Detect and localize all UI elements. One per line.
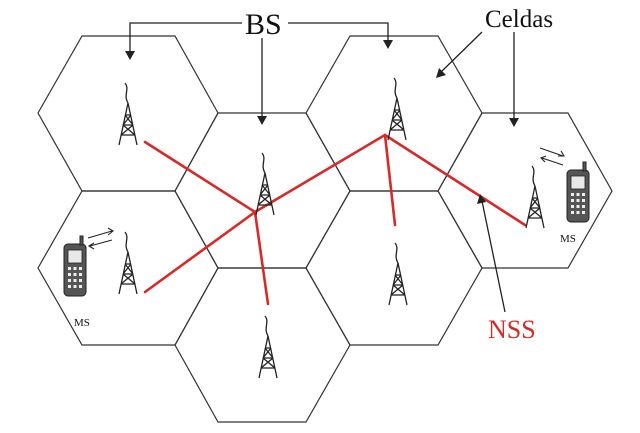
celdas-callout: Celdas: [436, 6, 553, 127]
celdas-label: Celdas: [485, 6, 553, 33]
mobile-phone-icon: [63, 235, 87, 297]
signal-arrow-icon: [539, 147, 565, 157]
bs-label: BS: [245, 8, 282, 41]
nss-link: [253, 210, 270, 306]
nss-link: [253, 133, 387, 214]
base-stations: [118, 77, 545, 379]
signal-arrow-icon: [87, 239, 113, 250]
nss-callout: NSS: [477, 194, 536, 344]
nss-link: [383, 133, 527, 227]
ms-label-right: MS: [560, 233, 576, 245]
cell-grid: [37, 35, 613, 423]
base-station-tower-icon: [387, 77, 407, 141]
base-station-tower-icon: [525, 165, 545, 229]
nss-links: [143, 133, 527, 306]
base-station-tower-icon: [118, 231, 138, 295]
cell-top-left: [37, 35, 219, 192]
base-station-tower-icon: [388, 242, 408, 306]
mobile-station-left: MS: [63, 227, 114, 329]
signal-arrow-icon: [87, 227, 114, 239]
signal-arrow-icon: [540, 155, 564, 166]
base-station-tower-icon: [258, 315, 278, 379]
bs-callout: BS: [125, 8, 393, 125]
nss-link: [143, 140, 257, 214]
nss-link: [143, 210, 257, 294]
cell-bottom: [174, 267, 351, 423]
base-station-tower-icon: [118, 82, 138, 146]
cell-middle-left: [174, 112, 351, 269]
nss-link: [383, 133, 397, 227]
mobile-station-right: MS: [539, 147, 590, 245]
nss-label: NSS: [488, 315, 536, 344]
ms-label-left: MS: [74, 317, 90, 329]
mobile-phone-icon: [566, 161, 590, 223]
